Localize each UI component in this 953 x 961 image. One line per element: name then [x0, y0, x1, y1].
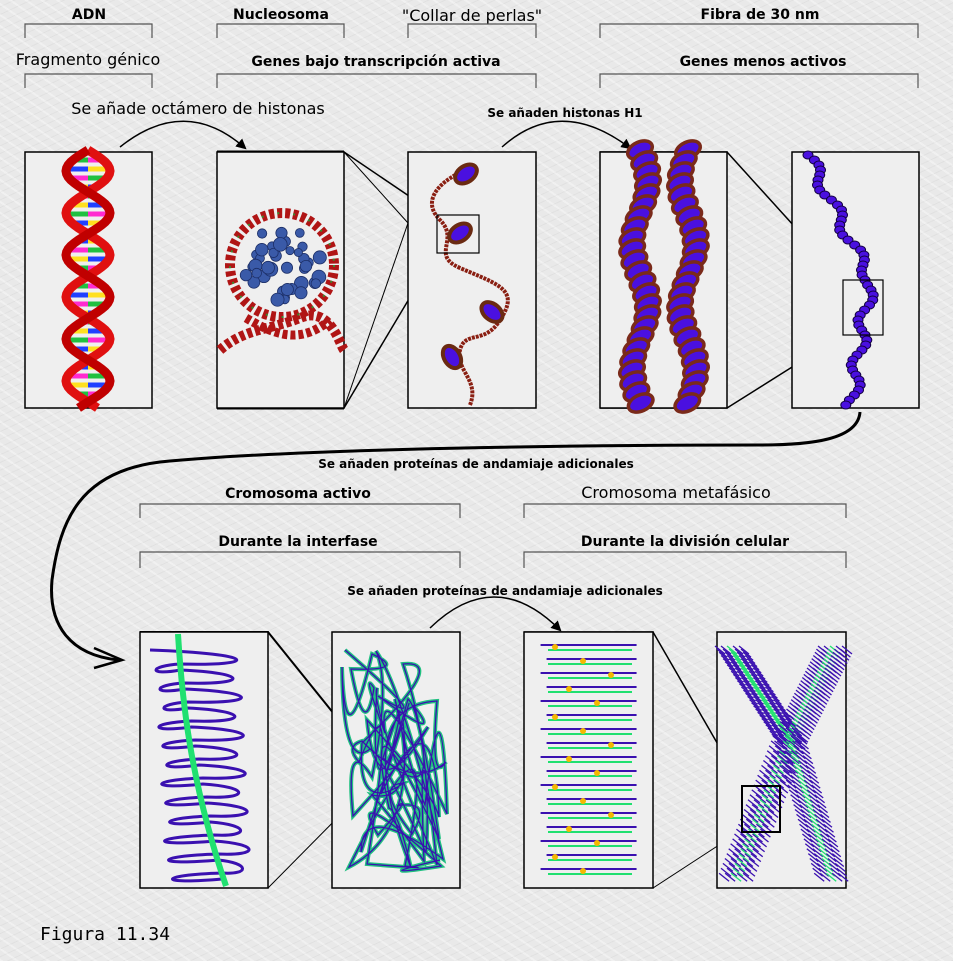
panel-fibra-enrollada — [791, 150, 920, 410]
label-fibra-30nm: Fibra de 30 nm — [700, 7, 820, 23]
label-division-celular: Durante la división celular — [580, 534, 790, 550]
label-genes-menos-activos: Genes menos activos — [679, 54, 847, 70]
label-nucleosoma: Nucleosoma — [233, 7, 329, 23]
label-adn: ADN — [71, 7, 107, 23]
label-fragmento-genico: Fragmento génico — [15, 50, 161, 69]
panel-bucles — [139, 631, 269, 889]
label-cromosoma-activo: Cromosoma activo — [225, 486, 371, 502]
label-andamiaje-1: Se añaden proteínas de andamiaje adicion… — [318, 457, 634, 471]
label-andamiaje-2: Se añaden proteínas de andamiaje adicion… — [347, 584, 663, 598]
arrow-andamiaje-2 — [429, 596, 562, 632]
panel-collar-de-perlas — [407, 151, 537, 409]
label-genes-activa: Genes bajo transcripción activa — [251, 54, 501, 70]
arrow-octamero — [119, 120, 247, 150]
figure-caption: Figura 11.34 — [40, 924, 171, 945]
panel-cromosoma-metafasico — [714, 631, 853, 889]
panel-andamiaje — [523, 631, 654, 889]
label-collar-de-perlas: "Collar de perlas" — [401, 6, 543, 25]
panel-nucleosoma — [216, 151, 349, 409]
process-arrows — [119, 120, 632, 632]
label-interfase: Durante la interfase — [218, 534, 378, 550]
panel-cromosoma-activo — [331, 631, 461, 889]
arrow-andamiaje-1 — [50, 411, 862, 662]
arrow-h1 — [501, 120, 632, 150]
label-brackets — [24, 23, 919, 568]
panel-fibra-30nm — [599, 139, 728, 414]
label-octamero: Se añade octámero de histonas — [71, 99, 325, 118]
panel-dna — [24, 146, 153, 412]
label-cromosoma-metafasico: Cromosoma metafásico — [581, 483, 771, 502]
arrow-andamiaje-1-head — [93, 646, 126, 670]
label-histonas-h1: Se añaden histonas H1 — [487, 106, 643, 120]
